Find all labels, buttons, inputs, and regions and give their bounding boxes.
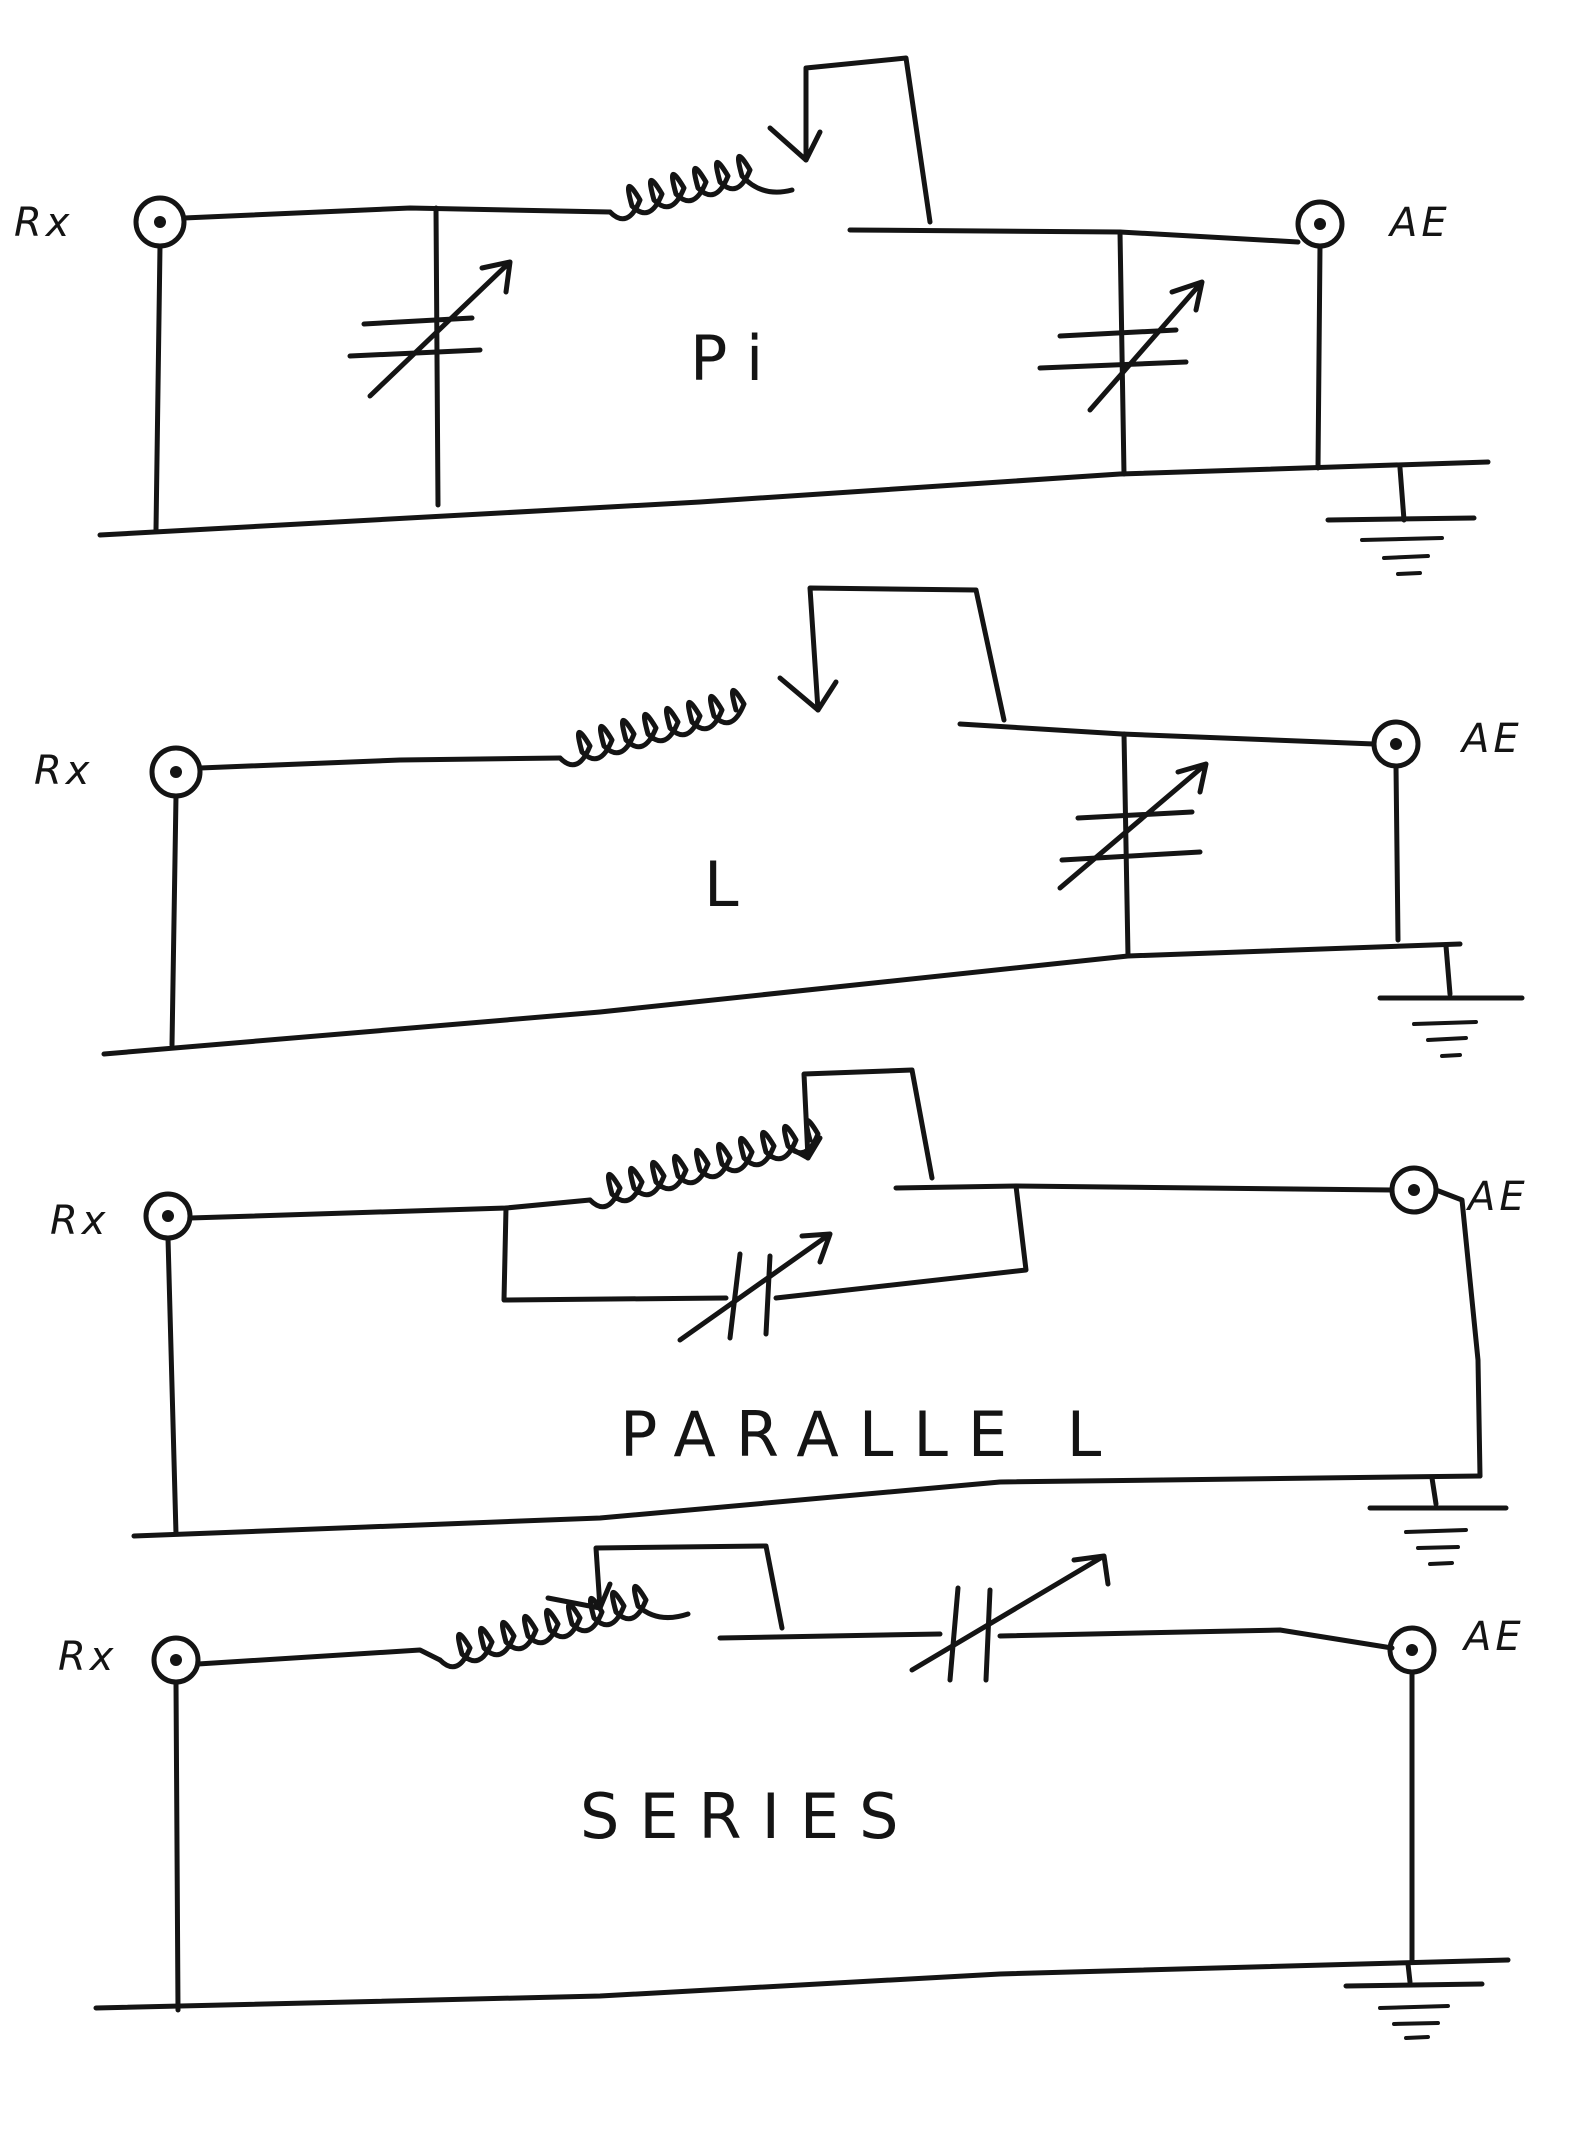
rx-label: Rx	[58, 1634, 117, 1680]
variable-capacitor-icon	[347, 259, 513, 399]
wiring	[97, 205, 1491, 538]
circuit-l: Rx AE L	[34, 585, 1525, 1058]
variable-capacitor-icon	[909, 1553, 1111, 1683]
circuit-title: Pi	[690, 322, 783, 395]
circuit-parallel: Rx AE PARALLE L	[50, 1067, 1529, 1566]
ground-icon	[1377, 943, 1525, 1058]
variable-capacitor-icon	[1057, 761, 1209, 891]
rx-terminal-icon	[143, 1191, 193, 1241]
ae-terminal-icon	[1371, 719, 1421, 769]
ae-terminal-icon	[1389, 1165, 1439, 1215]
tapped-inductor-icon	[607, 55, 933, 225]
rx-label: Rx	[34, 748, 93, 794]
circuit-series: Rx AE SERIES	[58, 1543, 1525, 2040]
rx-label: Rx	[14, 200, 73, 246]
wiring	[131, 1183, 1483, 1539]
rx-terminal-icon	[149, 745, 203, 799]
ae-label: AE	[1465, 1174, 1529, 1220]
circuit-title: PARALLE L	[620, 1398, 1121, 1471]
ground-icon	[1325, 465, 1477, 576]
variable-capacitor-icon	[677, 1231, 833, 1343]
rx-terminal-icon	[151, 1635, 201, 1685]
ae-terminal-icon	[1295, 199, 1345, 249]
circuit-title: L	[704, 848, 759, 921]
ground-icon	[1367, 1475, 1509, 1566]
wiring	[101, 721, 1463, 1057]
tapped-inductor-icon	[437, 1543, 785, 1670]
circuit-pi: Rx AE Pi	[14, 55, 1491, 576]
ae-label: AE	[1459, 716, 1523, 762]
circuit-title: SERIES	[580, 1780, 918, 1853]
rx-label: Rx	[50, 1198, 109, 1244]
ground-icon	[1343, 1961, 1485, 2040]
tapped-inductor-icon	[587, 1067, 935, 1210]
rx-terminal-icon	[133, 195, 187, 249]
wiring	[93, 1627, 1511, 2013]
ae-label: AE	[1387, 200, 1451, 246]
tapped-inductor-icon	[557, 585, 1007, 768]
ae-label: AE	[1461, 1614, 1525, 1660]
ae-terminal-icon	[1387, 1625, 1437, 1675]
variable-capacitor-icon	[1037, 279, 1205, 413]
